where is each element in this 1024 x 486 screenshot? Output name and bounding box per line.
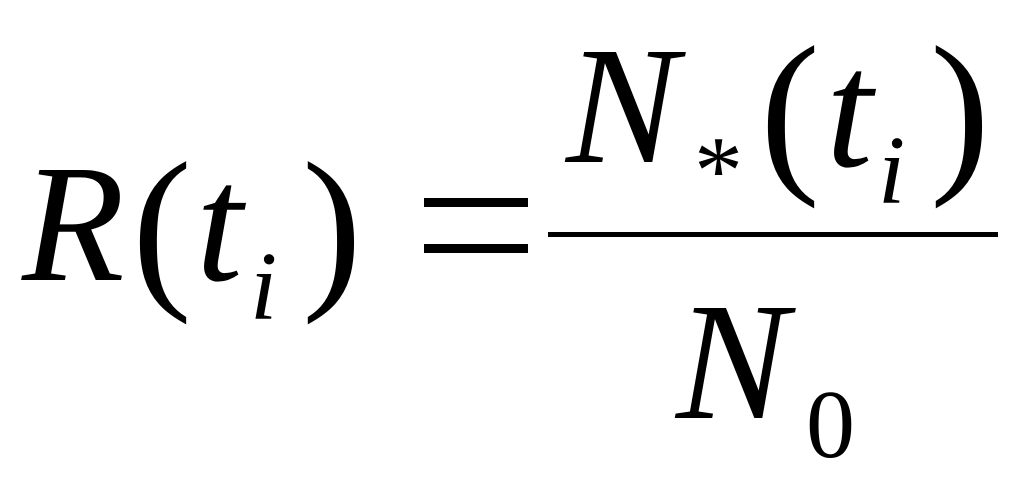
lhs-variable: t bbox=[196, 131, 243, 317]
numerator-open-paren: ( bbox=[760, 10, 820, 209]
lhs-function-symbol: R bbox=[22, 131, 125, 317]
lhs-variable-subscript: i bbox=[250, 233, 278, 341]
numerator-variable: t bbox=[826, 17, 873, 203]
numerator-variable-subscript: i bbox=[878, 117, 906, 225]
numerator-symbol: N bbox=[566, 13, 679, 199]
lhs-close-paren: ) bbox=[302, 126, 362, 325]
denominator-subscript: 0 bbox=[806, 371, 855, 479]
numerator-asterisk-subscript: * bbox=[694, 117, 743, 225]
numerator-close-paren: ) bbox=[930, 10, 990, 209]
equals-top-bar bbox=[424, 198, 528, 207]
fraction-bar bbox=[548, 232, 998, 237]
equals-bottom-bar bbox=[424, 244, 528, 253]
denominator-symbol: N bbox=[676, 269, 789, 455]
lhs-open-paren: ( bbox=[132, 126, 192, 325]
